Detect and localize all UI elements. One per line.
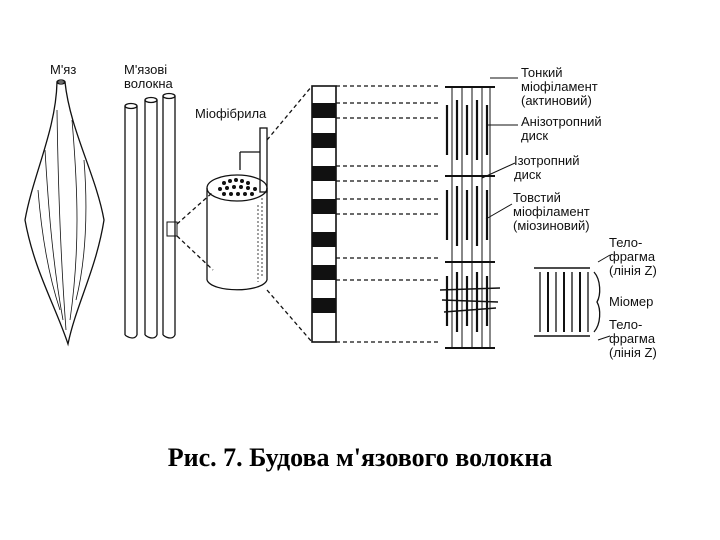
telophragma-top-label-line3: (лінія Z)	[609, 263, 657, 278]
muscle-structure-diagram	[24, 77, 611, 349]
telophragma-bottom-label-line2: фрагма	[609, 331, 656, 346]
muscle-drawing	[24, 79, 105, 347]
muscle-label: М'яз	[50, 62, 77, 77]
myomer-label: Міомер	[609, 294, 654, 309]
telophragma-bottom-label-line3: (лінія Z)	[609, 345, 657, 360]
muscle-fibers-label: М'язові волокна	[124, 63, 173, 91]
telophragma-top-label-line1: Тело-	[609, 235, 643, 250]
thin-filament-label: Тонкий міофіламент (актиновий)	[521, 66, 598, 108]
thin-filament-label-line3: (актиновий)	[521, 93, 592, 108]
isotropic-disc-label-line1: Ізотропний	[514, 153, 580, 168]
thin-filament-label-line1: Тонкий	[521, 65, 563, 80]
thick-filament-label-line2: міофіламент	[513, 204, 590, 219]
muscle-fibers-drawing	[124, 92, 214, 339]
anisotropic-disc-label-line2: диск	[521, 128, 549, 143]
telophragma-top-label: Тело- фрагма (лінія Z)	[609, 236, 657, 278]
telophragma-top-label-line2: фрагма	[609, 249, 656, 264]
filament-detail-drawing	[439, 86, 601, 349]
myofibril-label: Міофібрила	[195, 106, 267, 121]
muscle-fibers-label-line2: волокна	[124, 76, 173, 91]
thick-filament-label: Товстий міофіламент (міозиновий)	[513, 191, 590, 233]
striated-column-drawing	[311, 85, 440, 343]
isotropic-disc-label-line2: диск	[514, 167, 542, 182]
muscle-fibers-label-line1: М'язові	[124, 62, 168, 77]
anisotropic-disc-label-line1: Анізотропний	[521, 114, 602, 129]
thick-filament-label-line1: Товстий	[513, 190, 561, 205]
thick-filament-label-line3: (міозиновий)	[513, 218, 590, 233]
leader-lines	[481, 77, 611, 341]
telophragma-bottom-label-line1: Тело-	[609, 317, 643, 332]
telophragma-bottom-label: Тело- фрагма (лінія Z)	[609, 318, 657, 360]
thin-filament-label-line2: міофіламент	[521, 79, 598, 94]
figure-caption: Рис. 7. Будова м'язового волокна	[167, 443, 553, 472]
anisotropic-disc-label: Анізотропний диск	[521, 115, 602, 143]
myomer-detail	[534, 267, 601, 337]
myofibril-cylinder-drawing	[206, 85, 313, 343]
isotropic-disc-label: Ізотропний диск	[514, 154, 580, 182]
